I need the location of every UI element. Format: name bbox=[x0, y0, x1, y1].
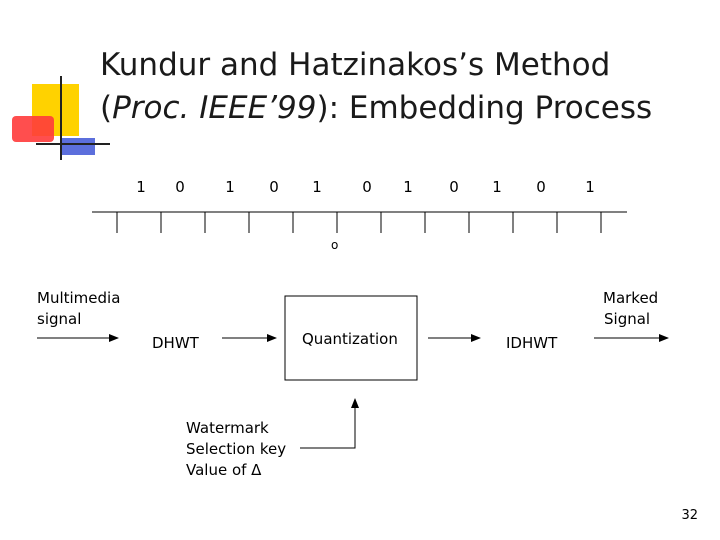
idhwt-label: IDHWT bbox=[506, 334, 558, 352]
key-path-line bbox=[300, 410, 356, 449]
slide-number: 32 bbox=[681, 508, 698, 523]
key-label-line-2: Selection key bbox=[186, 440, 287, 458]
quantization-block bbox=[284, 295, 418, 381]
dhwt-label: DHWT bbox=[152, 334, 199, 352]
key-label-line-3: Value of Δ bbox=[186, 461, 262, 479]
corner-decoration bbox=[12, 76, 110, 160]
bit-label: 0 bbox=[269, 178, 279, 196]
marked-label-line-2: Signal bbox=[604, 310, 651, 328]
slide-title-line-1: Kundur and Hatzinakos’s Method bbox=[100, 47, 611, 83]
bit-label: 1 bbox=[585, 178, 595, 196]
key-label-line-1: Watermark bbox=[186, 419, 269, 437]
bit-label: 1 bbox=[312, 178, 322, 196]
bit-label: 0 bbox=[449, 178, 459, 196]
overlay-marker: o bbox=[331, 238, 339, 252]
bit-ruler bbox=[92, 211, 627, 233]
bit-label: 0 bbox=[362, 178, 372, 196]
deco-red-bar bbox=[12, 116, 54, 142]
bit-label: 1 bbox=[492, 178, 502, 196]
slide-title-line-2: (Proc. IEEE’99): Embedding Process bbox=[100, 89, 652, 127]
deco-blue-bar bbox=[62, 138, 95, 155]
bit-label: 0 bbox=[175, 178, 185, 196]
title-suffix: ): Embedding Process bbox=[316, 90, 653, 126]
title-open-paren: ( bbox=[100, 90, 113, 126]
bit-label: 1 bbox=[225, 178, 235, 196]
marked-label-line-1: Marked bbox=[603, 289, 659, 307]
bit-label: 0 bbox=[536, 178, 546, 196]
bit-label: 1 bbox=[136, 178, 146, 196]
multimedia-label-line-2: signal bbox=[37, 310, 82, 328]
multimedia-label-line-1: Multimedia bbox=[37, 289, 121, 307]
quantization-label: Quantization bbox=[302, 330, 398, 348]
title-citation: Proc. IEEE’99 bbox=[112, 90, 317, 126]
bit-label: 1 bbox=[403, 178, 413, 196]
